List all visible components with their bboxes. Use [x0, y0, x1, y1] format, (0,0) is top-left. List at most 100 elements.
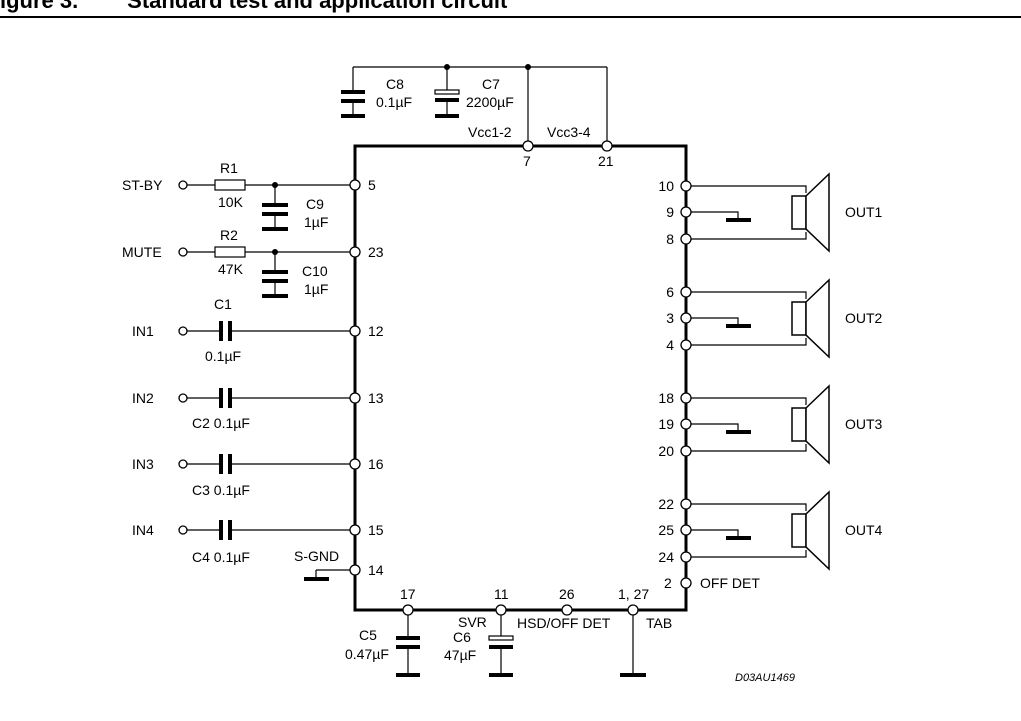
- in1-label: IN1: [132, 323, 154, 339]
- c6-value: 47µF: [444, 647, 476, 663]
- r2-value: 47K: [218, 261, 244, 277]
- r1-value: 10K: [218, 194, 244, 210]
- pin-25: [680, 524, 692, 536]
- c8-name: C8: [386, 76, 404, 92]
- speaker-icon: [791, 384, 830, 465]
- output-pin-number: 6: [666, 284, 674, 300]
- sgnd-pin: 14: [368, 562, 384, 578]
- mute-pin: 23: [368, 244, 384, 260]
- pin-24: [680, 551, 692, 563]
- pin-9: [680, 206, 692, 218]
- resistor-r1: [214, 179, 246, 191]
- speaker-icon: [791, 172, 830, 253]
- output-pin-number: 9: [666, 204, 674, 220]
- ic-body: [353, 144, 688, 612]
- pin-7: [522, 140, 534, 152]
- c10-name: C10: [302, 263, 328, 279]
- output-label: OUT3: [845, 416, 883, 432]
- r2-name: R2: [220, 227, 238, 243]
- svr-label: SVR: [458, 614, 487, 630]
- pin-19: [680, 418, 692, 430]
- c5-network: 17 C5 0.47µF: [345, 586, 420, 677]
- mute-network: MUTE 23 R2 47K C10 1µF: [122, 227, 384, 298]
- input-in1: IN1 12 C1 0.1µF: [132, 296, 384, 364]
- output-pin-number: 22: [658, 496, 674, 512]
- capacitor-c8: C8 0.1µF: [341, 67, 412, 118]
- offdet-label: OFF DET: [700, 575, 760, 591]
- output-4: 22 25 24 OUT4: [658, 490, 883, 571]
- pin-17: [402, 604, 414, 616]
- tab-ground: 1, 27 TAB: [618, 586, 672, 677]
- pin-10: [680, 180, 692, 192]
- c2-label: C2 0.1µF: [192, 415, 250, 431]
- pin-15: [349, 524, 361, 536]
- input-in2: IN2 13 C2 0.1µF: [132, 388, 384, 431]
- supply-network: C8 0.1µF C7 2200µF Vcc1-2 Vcc3-4 7 21: [341, 64, 614, 169]
- output-pin-number: 18: [658, 390, 674, 406]
- pin-6: [680, 286, 692, 298]
- pin-5: [349, 179, 361, 191]
- output-pin-number: 4: [666, 337, 674, 353]
- c9-value: 1µF: [304, 214, 328, 230]
- output-pin-number: 20: [658, 443, 674, 459]
- figure-prefix: igure 3.: [0, 0, 79, 13]
- c5-value: 0.47µF: [345, 646, 389, 662]
- offdet-output: 2 OFF DET: [664, 575, 760, 591]
- mute-terminal: [178, 247, 188, 257]
- in4-pin: 15: [368, 522, 384, 538]
- c5-name: C5: [359, 627, 377, 643]
- resistor-r2: [214, 246, 246, 258]
- hsd-output: 26 HSD/OFF DET: [517, 586, 611, 631]
- output-3: 18 19 20 OUT3: [658, 384, 883, 465]
- stby-label: ST-BY: [122, 177, 163, 193]
- output-pin-number: 25: [658, 522, 674, 538]
- input-in3: IN3 16 C3 0.1µF: [132, 454, 384, 498]
- mute-label: MUTE: [122, 244, 162, 260]
- pin-16: [349, 458, 361, 470]
- svr-network: 11 SVR C6 47µF: [444, 586, 514, 677]
- pin-11: [495, 604, 507, 616]
- in4-label: IN4: [132, 522, 154, 538]
- stby-pin: 5: [368, 177, 376, 193]
- c1-value: 0.1µF: [205, 348, 241, 364]
- pin-2: [680, 577, 692, 589]
- c7-value: 2200µF: [466, 94, 514, 110]
- in2-pin: 13: [368, 390, 384, 406]
- speaker-icon: [791, 278, 830, 359]
- pin-20: [680, 445, 692, 457]
- tab-label: TAB: [646, 615, 672, 631]
- pin-14: [349, 564, 361, 576]
- output-pin-number: 8: [666, 231, 674, 247]
- output-pin-number: 19: [658, 416, 674, 432]
- c10-value: 1µF: [304, 281, 328, 297]
- standby-network: ST-BY 5 R1 10K C9 1µF: [122, 160, 376, 231]
- pin-13: [349, 392, 361, 404]
- pin-1-27: [627, 604, 639, 616]
- pin-3: [680, 312, 692, 324]
- capacitor-c7: C7 2200µF: [434, 67, 514, 118]
- output-pin-number: 24: [658, 549, 674, 565]
- in1-pin: 12: [368, 323, 384, 339]
- output-pin-number: 10: [658, 178, 674, 194]
- pin-23: [349, 246, 361, 258]
- pin-22: [680, 498, 692, 510]
- output-label: OUT2: [845, 310, 883, 326]
- figure-title: igure 3. Standard test and application c…: [0, 0, 1021, 16]
- pin-8: [680, 233, 692, 245]
- c8-value: 0.1µF: [376, 94, 412, 110]
- output-pin-number: 3: [666, 310, 674, 326]
- output-label: OUT4: [845, 522, 883, 538]
- figure-title-text: Standard test and application circuit: [127, 0, 508, 13]
- title-rule: [0, 16, 1021, 18]
- c3-label: C3 0.1µF: [192, 482, 250, 498]
- output-2: 6 3 4 OUT2: [666, 278, 883, 359]
- c7-name: C7: [482, 76, 500, 92]
- vcc34-pin: 21: [598, 153, 614, 169]
- c1-name: C1: [214, 296, 232, 312]
- in3-label: IN3: [132, 456, 154, 472]
- vcc12-label: Vcc1-2: [468, 124, 512, 140]
- pin-18: [680, 392, 692, 404]
